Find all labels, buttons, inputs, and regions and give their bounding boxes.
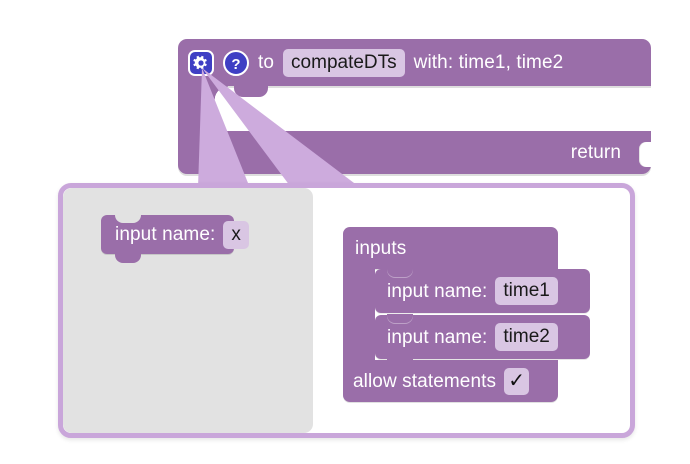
input-name-block-time2-top-notch [387, 314, 413, 323]
input-name-field-time2[interactable]: time2 [495, 323, 558, 351]
gear-icon[interactable] [188, 49, 214, 76]
procedure-name-field[interactable]: compateDTs [283, 48, 405, 77]
inputs-block-left-spine [343, 263, 375, 369]
statement-connection-notch [234, 85, 268, 97]
flyout-input-name-label: input name: [115, 224, 216, 245]
input-name-block-time1-row: input name: time1 [387, 269, 558, 313]
flyout-input-name-block[interactable]: input name: x [101, 214, 249, 263]
procedure-block-left-spine [178, 79, 214, 139]
inputs-container-block[interactable]: inputs input name: time1 input name: tim… [343, 227, 590, 402]
allow-statements-row: allow statements ✓ [353, 360, 530, 402]
allow-statements-label: allow statements [353, 370, 497, 392]
procedure-with-params-label: with: time1, time2 [413, 52, 564, 73]
inputs-block-header [343, 227, 558, 269]
inputs-block-title-row: inputs [355, 227, 406, 269]
procedure-return-row: return [571, 131, 621, 174]
procedure-block-header-row: ? to compateDTs with: time1, time2 [178, 39, 563, 86]
input-name-block-time1[interactable]: input name: time1 [375, 268, 590, 313]
procedure-block-inner-corner-bottom [214, 118, 228, 132]
procedure-block-inner-corner-top [214, 86, 228, 100]
return-value-socket[interactable] [639, 142, 652, 167]
input-name-label-time1: input name: [387, 280, 488, 302]
flyout-block-bottom-bump [115, 254, 141, 263]
allow-statements-checkbox[interactable]: ✓ [504, 367, 530, 395]
procedure-return-label: return [570, 142, 621, 163]
flyout-input-name-field[interactable]: x [223, 220, 249, 249]
mutator-flyout-palette[interactable]: input name: x [63, 188, 313, 433]
help-icon[interactable]: ? [223, 49, 249, 76]
inputs-block-title: inputs [355, 237, 407, 259]
flyout-block-top-notch [115, 214, 141, 223]
procedure-to-label: to [258, 52, 275, 73]
input-name-label-time2: input name: [387, 326, 488, 348]
svg-text:?: ? [231, 56, 240, 73]
procedure-definition-block[interactable]: ? to compateDTs with: time1, time2 retur… [178, 39, 652, 174]
input-name-field-time1[interactable]: time1 [495, 277, 558, 305]
input-name-block-time1-top-notch [387, 268, 413, 277]
input-name-block-time2[interactable]: input name: time2 [375, 314, 590, 368]
nested-blocks-separator [375, 313, 590, 314]
flyout-input-name-row: input name: x [115, 215, 249, 254]
input-name-block-time2-row: input name: time2 [387, 315, 558, 359]
mutator-bubble-panel: input name: x inputs input name: time1 [58, 183, 635, 438]
input-name-block-time2-bottom-bump [387, 359, 413, 368]
